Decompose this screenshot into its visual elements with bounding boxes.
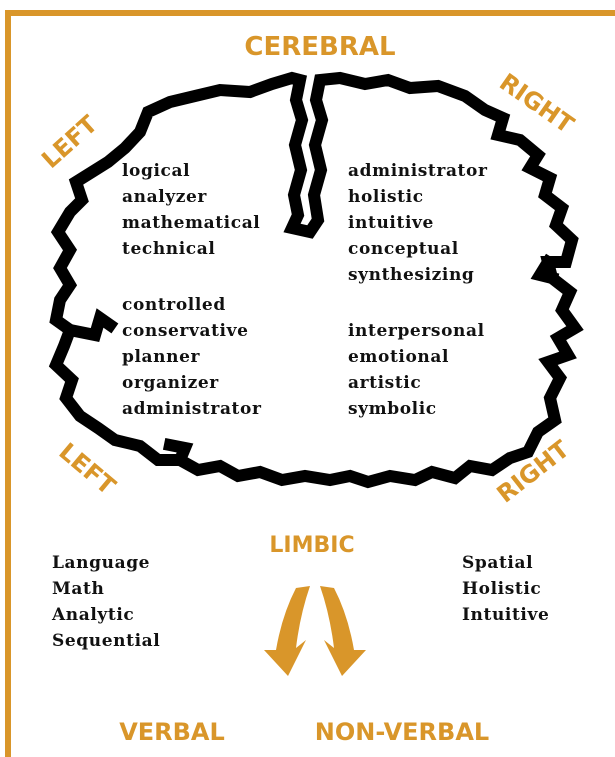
- trait-word: technical: [122, 239, 215, 259]
- down-arrow-icon: [264, 586, 366, 676]
- trait-word: synthesizing: [348, 265, 474, 285]
- trait-word: symbolic: [348, 399, 437, 419]
- trait-word: administrator: [348, 161, 488, 181]
- trait-word: planner: [122, 347, 200, 367]
- frame-left-border: [5, 10, 11, 757]
- upper-left-traits: logical analyzer mathematical technical: [122, 161, 260, 259]
- trait-word: holistic: [348, 187, 424, 207]
- trait-word: emotional: [348, 347, 449, 367]
- trait-word: logical: [122, 161, 190, 181]
- trait-word: interpersonal: [348, 321, 485, 341]
- verbal-trait: Math: [52, 579, 104, 599]
- brain-notch-right: [530, 253, 560, 286]
- lower-right-traits: interpersonal emotional artistic symbolic: [348, 321, 485, 419]
- right-top-label: RIGHT: [494, 68, 579, 139]
- nonverbal-trait: Intuitive: [462, 605, 549, 625]
- upper-right-traits: administrator holistic intuitive conceptual…: [348, 161, 488, 285]
- verbal-trait: Language: [52, 553, 150, 573]
- trait-word: administrator: [122, 399, 262, 419]
- trait-word: conservative: [122, 321, 249, 341]
- trait-word: intuitive: [348, 213, 434, 233]
- lower-left-traits: controlled conservative planner organizer ad…: [122, 295, 262, 419]
- frame-top-border: [5, 10, 615, 16]
- brain-notch-bottom: [162, 437, 194, 468]
- nonverbal-label: NON-VERBAL: [315, 718, 489, 746]
- verbal-trait: Sequential: [52, 631, 160, 651]
- nonverbal-trait: Holistic: [462, 579, 541, 599]
- trait-word: mathematical: [122, 213, 260, 233]
- cerebral-label: CEREBRAL: [244, 32, 395, 62]
- brain-notch-left: [62, 308, 119, 342]
- trait-word: controlled: [122, 295, 226, 315]
- limbic-label: LIMBIC: [269, 533, 354, 558]
- left-bottom-label: LEFT: [53, 437, 121, 500]
- trait-word: analyzer: [122, 187, 207, 207]
- trait-word: conceptual: [348, 239, 459, 259]
- trait-word: artistic: [348, 373, 421, 393]
- verbal-label: VERBAL: [119, 718, 225, 746]
- brain-outline: [48, 71, 584, 489]
- nonverbal-trait: Spatial: [462, 553, 533, 573]
- verbal-trait: Analytic: [51, 605, 134, 625]
- trait-word: organizer: [122, 373, 219, 393]
